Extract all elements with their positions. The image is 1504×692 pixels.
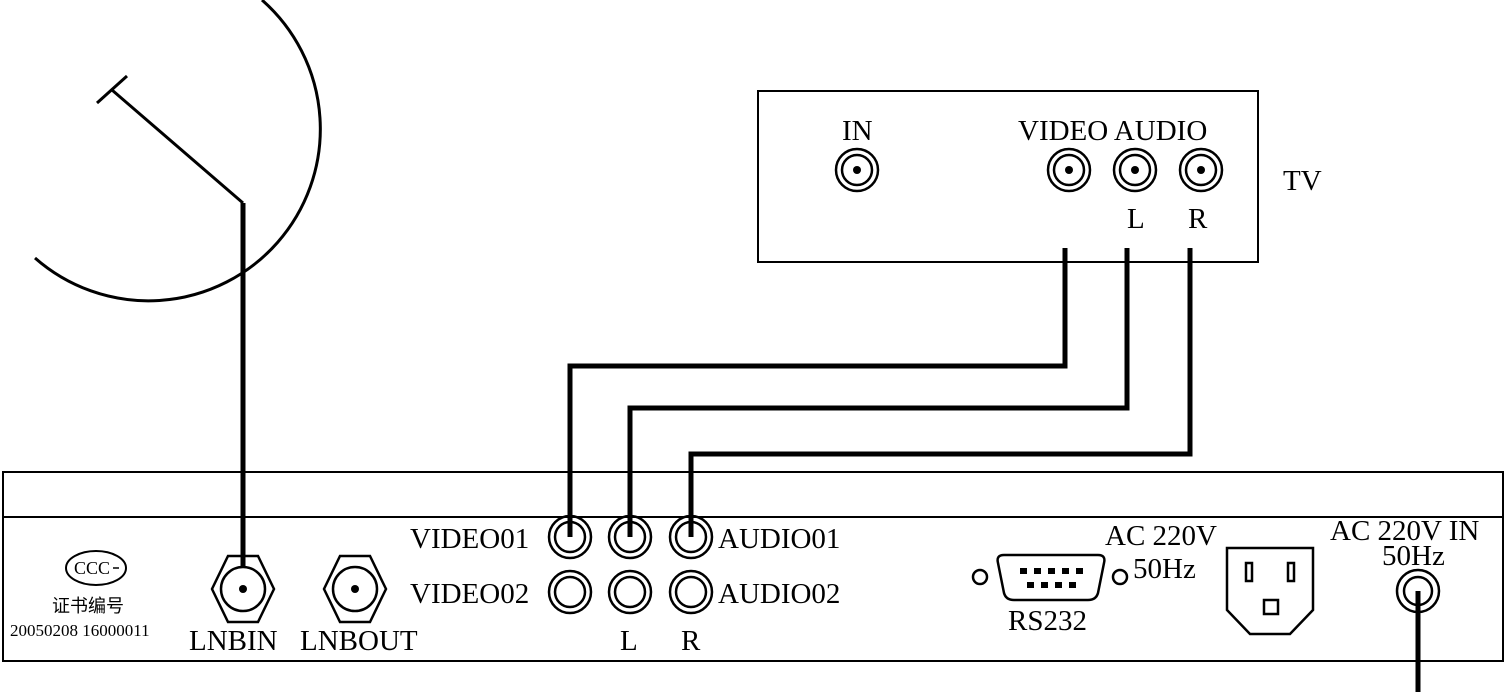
dish-feed-arm: [111, 88, 244, 205]
lnb-out-connector-icon: [322, 554, 388, 624]
rs232-port-icon: [971, 553, 1129, 602]
audio02-label: AUDIO02: [718, 578, 840, 610]
ccc-logo-icon: CCC: [65, 550, 127, 586]
tv-left-label: L: [1127, 203, 1145, 235]
tv-in-jack-icon: [834, 147, 880, 193]
rs232-label: RS232: [1008, 605, 1087, 637]
receiver-unit: CCC 证书编号 20050208 16000011 LNBIN LNBOUT …: [2, 471, 1504, 662]
audio02-left-jack-icon: [607, 569, 653, 615]
video-cable: [567, 248, 1068, 537]
cert-text: 证书编号: [52, 596, 124, 616]
video02-jack-icon: [547, 569, 593, 615]
svg-text:CCC: CCC: [74, 558, 110, 578]
audio02-right-jack-icon: [668, 569, 714, 615]
receiver-panel: [2, 471, 1504, 662]
tv-audio-left-jack-icon: [1112, 147, 1158, 193]
lnb-out-label: LNBOUT: [300, 625, 418, 657]
tv-unit: IN VIDEO AUDIO L R TV: [757, 90, 1322, 263]
tv-right-label: R: [1188, 203, 1208, 235]
lnb-in-connector-icon: [210, 554, 276, 624]
satellite-dish: [34, 0, 322, 303]
audio-left-cable: [627, 248, 1130, 537]
receiver-left-label: L: [620, 625, 638, 657]
ac-out-label: AC 220V: [1105, 520, 1217, 552]
video01-jack-icon: [547, 514, 593, 560]
dish-feed-head: [95, 74, 129, 105]
tv-in-label: IN: [842, 115, 873, 147]
cert-number: 20050208 16000011: [10, 621, 150, 640]
ac-out-freq: 50Hz: [1133, 553, 1196, 585]
audio-right-cable: [688, 248, 1193, 537]
lnb-in-label: LNBIN: [189, 625, 278, 657]
audio01-right-jack-icon: [668, 514, 714, 560]
tv-video-audio-label: VIDEO AUDIO: [1018, 115, 1207, 147]
receiver-right-label: R: [681, 625, 701, 657]
video02-label: VIDEO02: [410, 578, 529, 610]
ac-in-label: AC 220V IN: [1330, 515, 1479, 547]
audio01-left-jack-icon: [607, 514, 653, 560]
tv-video-jack-icon: [1046, 147, 1092, 193]
power-outlet-icon: [1225, 546, 1315, 636]
audio01-label: AUDIO01: [718, 523, 840, 555]
tv-panel: [757, 90, 1259, 263]
dish-reflector: [34, 0, 322, 303]
tv-audio-right-jack-icon: [1178, 147, 1224, 193]
ac-in-freq: 50Hz: [1382, 540, 1445, 572]
tv-label: TV: [1283, 165, 1322, 197]
video01-label: VIDEO01: [410, 523, 529, 555]
